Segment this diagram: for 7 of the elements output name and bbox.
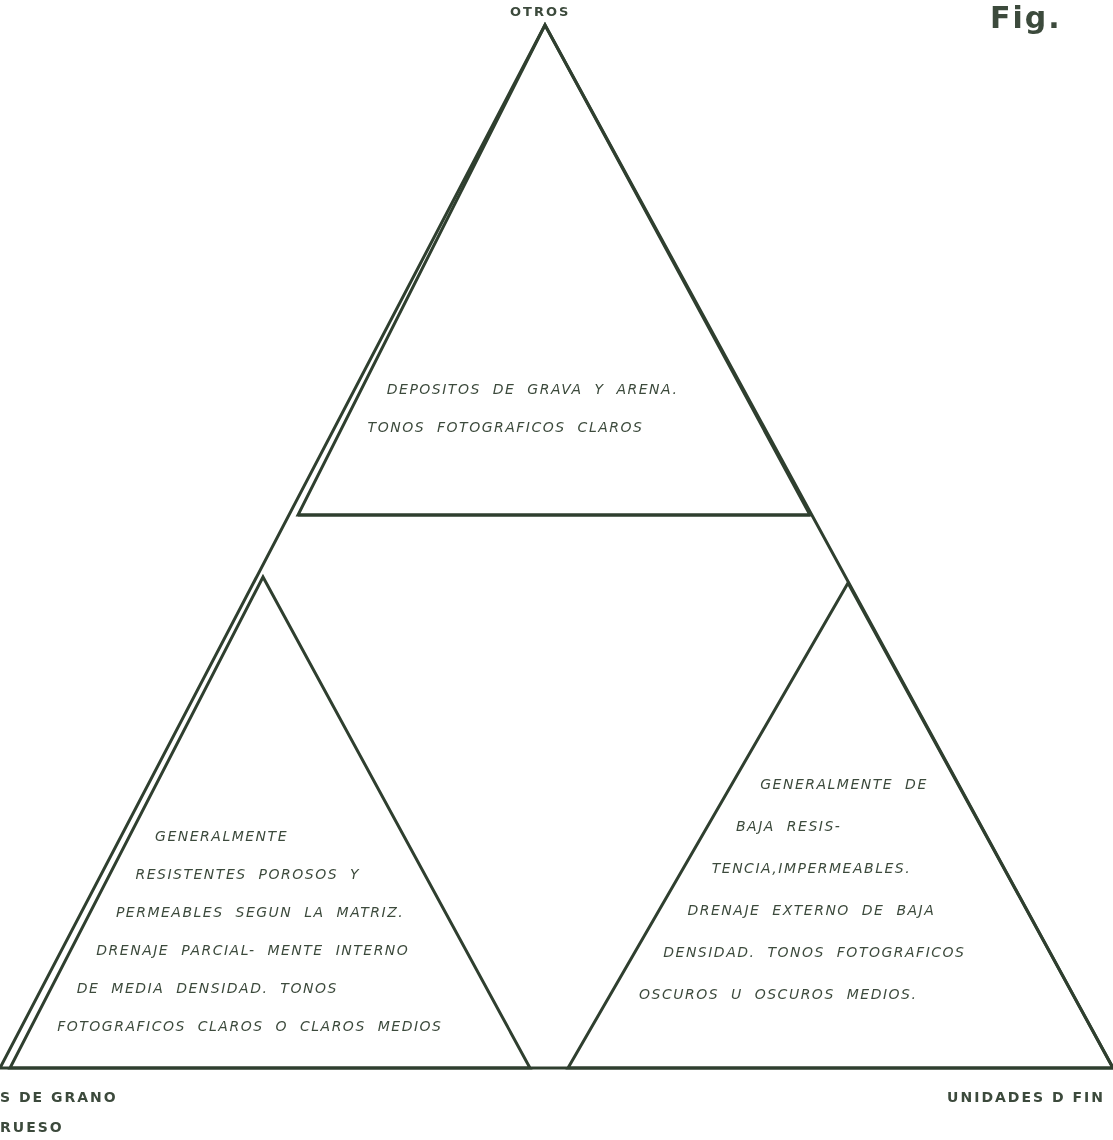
region-description: GENERALMENTE RESISTENTES POROSOS Y PERMEABLES SEGUN LA MATRIZ. DRENAJE PARCIAL- MENTE INTERNO DE MEDIA DENSIDAD. TONOS FOTOGRAFICOS CLAROS O CLAROS MEDIOS bbox=[57, 828, 443, 1034]
corner-label: OTROS bbox=[510, 3, 572, 21]
corner-label: S DE GRANO RUESO bbox=[0, 1088, 119, 1137]
corner-label: UNIDADES D FIN bbox=[946, 1088, 1105, 1107]
figure-label: Fig. bbox=[990, 0, 1063, 36]
region-description: GENERALMENTE DE BAJA RESIS- TENCIA,IMPERMEABLES. DRENAJE EXTERNO DE BAJA DENSIDAD. TONOS FOTOGRAFICOS OSCUROS U OSCUROS MEDIOS. bbox=[639, 776, 966, 1002]
region-description: DEPOSITOS DE GRAVA Y ARENA. TONOS FOTOGRAFICOS CLAROS bbox=[367, 381, 679, 435]
